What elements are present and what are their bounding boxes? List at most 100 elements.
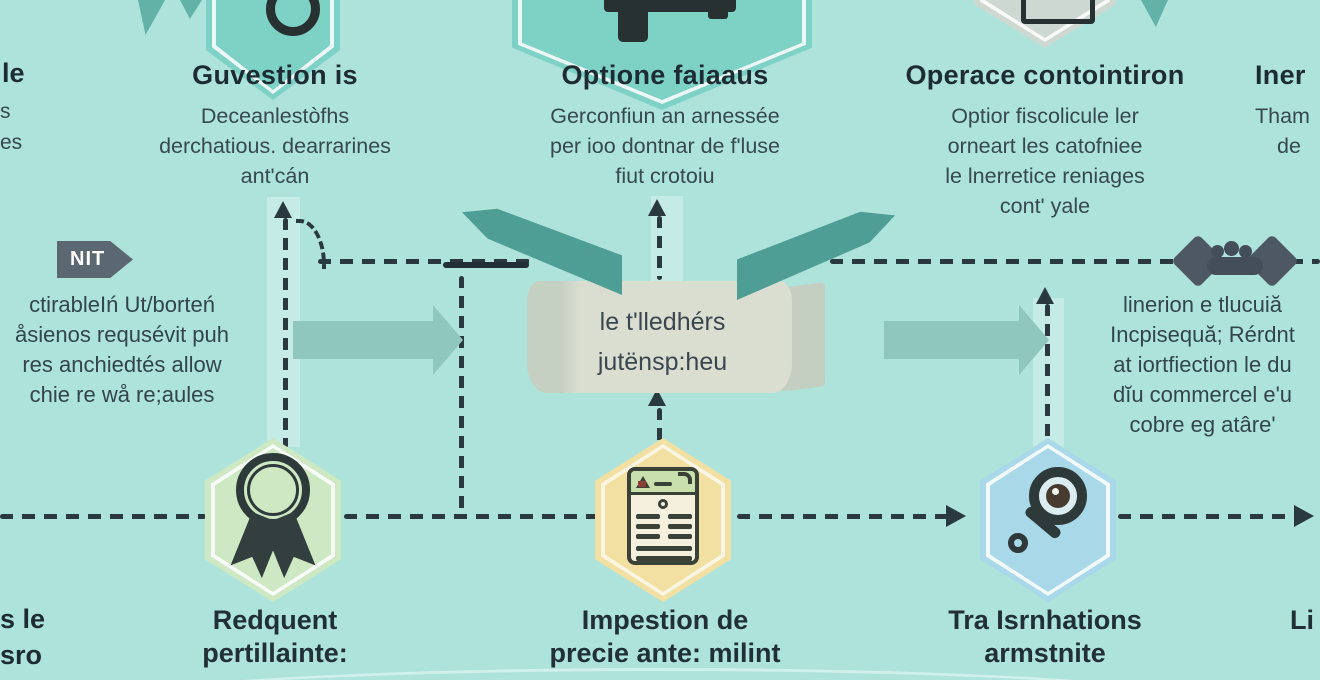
document-row — [636, 546, 692, 551]
edge-fragment: s le — [0, 604, 46, 634]
document-fold — [678, 472, 692, 484]
column-title: Optione faiaaus — [561, 60, 769, 90]
document-row — [636, 524, 660, 529]
document-mark-red — [638, 481, 646, 487]
document-mark-line — [654, 482, 672, 486]
column-title: Operace contointiron — [905, 60, 1185, 90]
chevron-icon — [1141, 0, 1168, 27]
document-row — [636, 556, 692, 561]
dashed-line — [344, 514, 597, 519]
dashed-line — [283, 218, 288, 448]
text-line: le t'lledhérs — [599, 308, 726, 336]
arrow-up-icon — [648, 389, 666, 406]
circle-icon — [266, 0, 320, 36]
top-hexagon-2 — [512, 0, 812, 110]
arrow-up-icon — [648, 199, 666, 216]
desc-line: le lnerretice reniages — [945, 164, 1145, 188]
dashed-line — [1045, 304, 1050, 450]
edge-fragment: s — [0, 100, 11, 123]
magnifier-handle-end — [1008, 533, 1028, 553]
arrow-up-icon — [1036, 287, 1054, 304]
people-bodies — [1207, 257, 1263, 275]
nit-badge: NIT — [57, 241, 133, 278]
label-line: armstnite — [984, 638, 1106, 668]
dashed-line — [318, 259, 530, 264]
bottom-label-2: Impestion de precie ante: milint — [500, 604, 830, 670]
dashed-line — [0, 514, 206, 519]
chevron-icon — [138, 0, 165, 35]
edge-fragment: le — [2, 58, 25, 88]
arrow-up-icon — [274, 201, 292, 218]
person-head — [1239, 245, 1252, 258]
desc-line: cont' yale — [999, 194, 1091, 218]
label-line: precie ante: milint — [549, 638, 781, 668]
column-description: Optior fiscolicule ler orneart les catof… — [880, 101, 1210, 221]
text-line: linerion e tlucuiă — [1123, 292, 1282, 317]
text-line: Incpisequă; Rérdnt — [1110, 322, 1295, 347]
label-line: Li — [1290, 605, 1314, 635]
desc-line: orneart les catofniee — [947, 134, 1143, 158]
document-row — [636, 534, 660, 539]
bottom-label-1: Redquent pertillainte: — [140, 604, 410, 670]
dashed-line — [1118, 514, 1292, 519]
text-line: jutënsp:heu — [597, 348, 728, 376]
column-description: Deceanlestòfhs derchatious. dearrarines … — [120, 101, 430, 191]
label-line: Tra Isrnhations — [948, 605, 1142, 635]
desc-line: Gerconfiun an arnessée — [550, 104, 780, 128]
tool-icon — [618, 0, 648, 42]
text-line: ctirableIń Ut/borteń — [29, 292, 215, 317]
desc-line: derchatious. dearrarines — [159, 134, 391, 158]
tool-icon — [708, 6, 728, 19]
dashed-line — [459, 276, 464, 514]
dashed-line — [657, 408, 662, 448]
box-text: le t'lledhérs jutënsp:heu — [545, 302, 780, 382]
left-text-block: ctirableIń Ut/borteń åsienos requsévit p… — [0, 290, 256, 410]
bottom-label-3: Tra Isrnhations armstnite — [880, 604, 1210, 670]
document-row — [636, 514, 660, 519]
dashed-line — [657, 216, 662, 280]
top-column-1: Guvestion is Deceanlestòfhs derchatious.… — [120, 60, 430, 191]
text-line: åsienos requsévit puh — [14, 322, 230, 347]
junction-bar — [443, 262, 529, 268]
open-box-icon — [527, 281, 792, 393]
chevron-icon — [180, 0, 202, 19]
decorative-arc — [60, 668, 1260, 680]
arrow-right-icon — [1294, 505, 1314, 527]
magnifier-lens — [1046, 484, 1070, 508]
text-line: chie re wå re;aules — [29, 382, 215, 407]
text-line: at iortfiection le du — [1113, 352, 1292, 377]
desc-line: fiut crotoiu — [615, 164, 715, 188]
document-row — [668, 534, 692, 539]
people-exchange-icon — [1171, 233, 1299, 291]
flow-arrow — [884, 321, 1019, 359]
document-circle — [658, 499, 668, 509]
right-text-block: linerion e tlucuiă Incpisequă; Rérdnt at… — [1085, 290, 1320, 440]
desc-line: per ioo dontnar de f'luse — [549, 134, 780, 158]
top-column-2: Optione faiaaus Gerconfiun an arnessée p… — [495, 60, 835, 191]
person-head — [1224, 241, 1239, 256]
top-column-3: Operace contointiron Optior fiscolicule … — [880, 60, 1210, 221]
text-line: cobre eg atâre' — [1129, 412, 1276, 437]
dashed-line — [737, 514, 948, 519]
edge-fragment: sro — [0, 640, 43, 670]
desc-line: de — [1277, 134, 1301, 158]
magnifier-highlight — [1052, 488, 1059, 495]
flow-arrow — [293, 321, 433, 359]
dashed-line — [1290, 259, 1320, 264]
edge-fragment: es — [0, 131, 23, 154]
document-row — [668, 524, 692, 529]
award-ribbon-inner-ring — [247, 464, 299, 516]
column-description: Tham de — [1255, 101, 1320, 161]
person-head — [1211, 245, 1224, 258]
text-line: dĭu commercel e'u — [1112, 382, 1293, 407]
dashed-line — [830, 259, 1176, 264]
laptop-icon — [1021, 0, 1095, 24]
arrow-right-icon — [946, 505, 966, 527]
dashed-curve — [296, 219, 326, 269]
top-column-4: Iner Tham de — [1255, 60, 1320, 161]
text-line: res anchiedtés allow — [22, 352, 222, 377]
column-title: Iner — [1255, 60, 1306, 90]
column-title: Guvestion is — [192, 60, 358, 90]
desc-line: Deceanlestòfhs — [200, 104, 350, 128]
